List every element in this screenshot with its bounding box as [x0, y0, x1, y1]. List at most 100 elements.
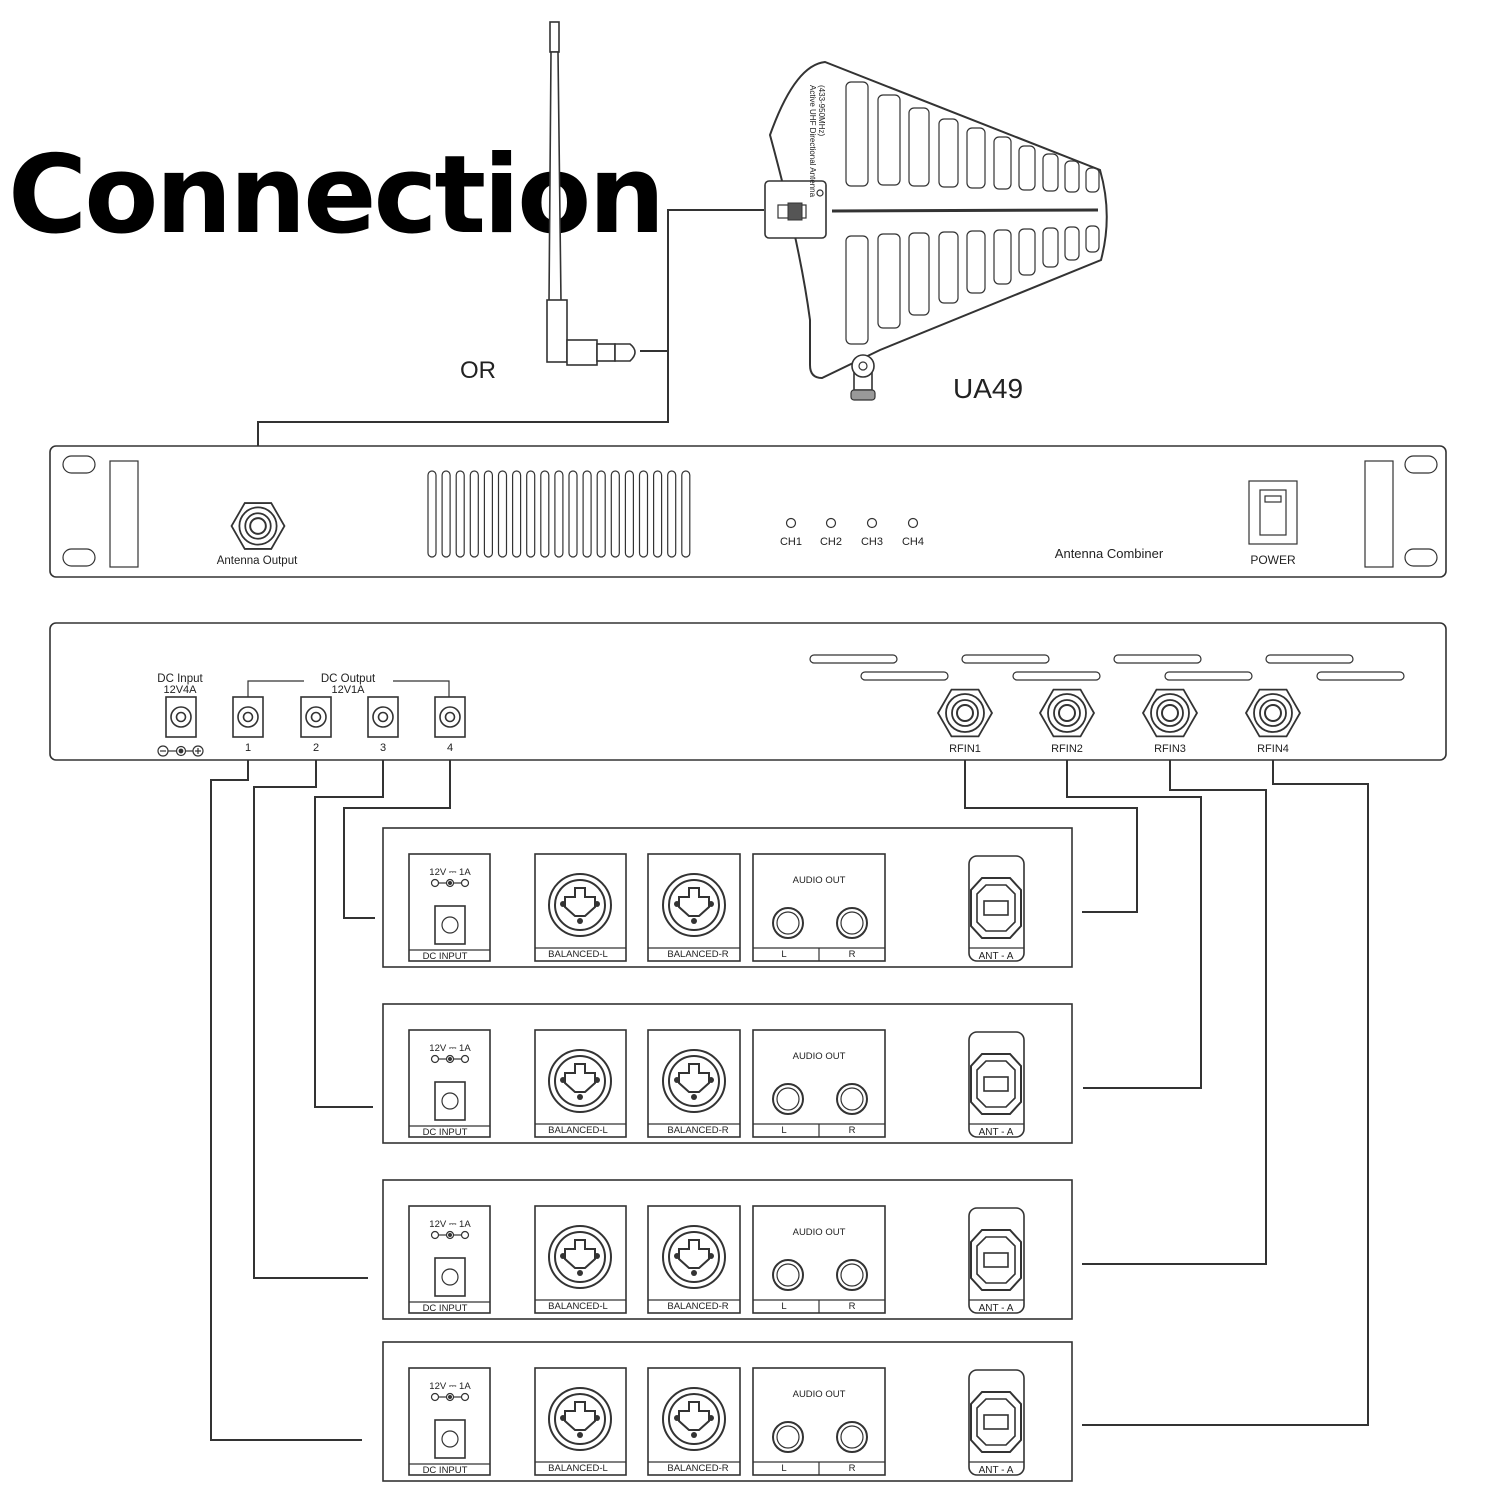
- rf-input-label: RFIN4: [1257, 743, 1289, 755]
- balanced-l-connector: [548, 873, 612, 937]
- receiver-dc-rating: 12V ⎓ 1A: [429, 1043, 471, 1054]
- receiver-dc-rating: 12V ⎓ 1A: [429, 867, 471, 878]
- audio-out-l-label: L: [781, 949, 786, 960]
- ch3-label: CH3: [861, 536, 883, 548]
- balanced-r-label: BALANCED-R: [667, 1301, 728, 1312]
- ch2-led: [825, 517, 837, 529]
- dc-polarity-symbol: [157, 745, 204, 757]
- balanced-r-label: BALANCED-R: [667, 1125, 728, 1136]
- receiver-polarity-symbol: [430, 1230, 470, 1240]
- audio-out-r-label: R: [849, 1463, 856, 1474]
- dc-output-label: DC Output: [321, 673, 376, 685]
- rf-cable-1: [964, 760, 1138, 913]
- audio-out-l-label: L: [781, 1463, 786, 1474]
- balanced-r-connector: [662, 1225, 726, 1289]
- antenna-output-label: Antenna Output: [217, 555, 298, 567]
- receiver-dc-rating: 12V ⎓ 1A: [429, 1381, 471, 1392]
- dc-output-port-3: [367, 696, 399, 738]
- ch4-led: [907, 517, 919, 529]
- rf-cable-3: [1082, 760, 1267, 1265]
- dc-output-port-label: 1: [245, 742, 251, 754]
- ant-a-connector: [970, 1391, 1022, 1453]
- audio-out-r-label: R: [849, 1301, 856, 1312]
- dc-output-port-label: 4: [447, 742, 453, 754]
- rf-input-label: RFIN1: [949, 743, 981, 755]
- dc-power-cable-3: [314, 760, 384, 1108]
- balanced-l-label: BALANCED-L: [548, 1301, 608, 1312]
- rf-input-label: RFIN2: [1051, 743, 1083, 755]
- ch1-led: [785, 517, 797, 529]
- receiver-dc-rating: 12V ⎓ 1A: [429, 1219, 471, 1230]
- audio-out-label: AUDIO OUT: [793, 875, 846, 886]
- receiver-dc-input-label: DC INPUT: [423, 1127, 468, 1138]
- antenna-print-line2: (433-950MHz): [817, 85, 826, 136]
- dc-output-port-1: [232, 696, 264, 738]
- balanced-r-connector: [662, 1049, 726, 1113]
- balanced-r-label: BALANCED-R: [667, 1463, 728, 1474]
- ch3-led: [866, 517, 878, 529]
- balanced-l-label: BALANCED-L: [548, 949, 608, 960]
- combiner-front-panel: CH1 CH2 CH3 CH4: [49, 445, 1447, 578]
- dc-power-cable-2: [253, 760, 368, 1279]
- dc-output-port-label: 3: [380, 742, 386, 754]
- ch4-label: CH4: [902, 536, 924, 548]
- ant-a-label: ANT - A: [979, 951, 1014, 962]
- balanced-r-connector: [662, 1387, 726, 1451]
- dc-output-port-label: 2: [313, 742, 319, 754]
- balanced-r-connector: [662, 873, 726, 937]
- audio-out-l-label: L: [781, 1301, 786, 1312]
- page-title: Connection: [8, 133, 662, 258]
- audio-out-label: AUDIO OUT: [793, 1051, 846, 1062]
- receiver-dc-input-label: DC INPUT: [423, 1303, 468, 1314]
- receiver-dc-jack: [434, 1081, 466, 1121]
- ch1-label: CH1: [780, 536, 802, 548]
- ant-a-label: ANT - A: [979, 1303, 1014, 1314]
- audio-out-r-label: R: [849, 949, 856, 960]
- receiver-4: 12V ⎓ 1A DC INPUT BALANCED-L BALANCED-R AUDI…: [382, 1341, 1073, 1482]
- receiver-polarity-symbol: [430, 878, 470, 888]
- whip-antenna: [546, 21, 636, 366]
- ant-a-label: ANT - A: [979, 1127, 1014, 1138]
- antenna-print-line1: Active UHF Directional Antenna: [808, 85, 817, 198]
- audio-out-r-label: R: [849, 1125, 856, 1136]
- directional-antenna: Active UHF Directional Antenna (433-950M…: [764, 60, 1108, 401]
- power-label: POWER: [1250, 553, 1296, 567]
- receiver-dc-jack: [434, 905, 466, 945]
- rf-cable-4: [1082, 760, 1369, 1426]
- audio-out-l-label: L: [781, 1125, 786, 1136]
- dc-input-label: DC Input: [157, 673, 203, 685]
- dc-power-cable-4: [343, 760, 451, 919]
- receiver-3: 12V ⎓ 1A DC INPUT BALANCED-L BALANCED-R AUDI…: [382, 1179, 1073, 1320]
- balanced-l-connector: [548, 1387, 612, 1451]
- balanced-l-connector: [548, 1049, 612, 1113]
- ant-a-connector: [970, 1229, 1022, 1291]
- ant-a-connector: [970, 877, 1022, 939]
- device-name: Antenna Combiner: [1055, 546, 1164, 561]
- rf-input-label: RFIN3: [1154, 743, 1186, 755]
- dc-output-port-4: [434, 696, 466, 738]
- antenna-model-label: UA49: [953, 373, 1023, 404]
- dc-input-jack: [165, 696, 197, 738]
- receiver-polarity-symbol: [430, 1054, 470, 1064]
- balanced-l-label: BALANCED-L: [548, 1125, 608, 1136]
- rf-cable-2: [1066, 760, 1202, 1089]
- ant-a-label: ANT - A: [979, 1465, 1014, 1476]
- dc-input-rating: 12V4A: [163, 684, 197, 696]
- receiver-dc-jack: [434, 1257, 466, 1297]
- combiner-rear-panel: [49, 622, 1447, 761]
- receiver-dc-input-label: DC INPUT: [423, 951, 468, 962]
- ch2-label: CH2: [820, 536, 842, 548]
- receiver-dc-jack: [434, 1419, 466, 1459]
- balanced-r-label: BALANCED-R: [667, 949, 728, 960]
- dc-power-cable-1: [210, 760, 362, 1441]
- audio-out-label: AUDIO OUT: [793, 1389, 846, 1400]
- balanced-l-connector: [548, 1225, 612, 1289]
- or-label: OR: [460, 357, 496, 384]
- dc-output-rating: 12V1A: [331, 684, 365, 696]
- audio-out-label: AUDIO OUT: [793, 1227, 846, 1238]
- ant-a-connector: [970, 1053, 1022, 1115]
- balanced-l-label: BALANCED-L: [548, 1463, 608, 1474]
- receiver-polarity-symbol: [430, 1392, 470, 1402]
- receiver-dc-input-label: DC INPUT: [423, 1465, 468, 1476]
